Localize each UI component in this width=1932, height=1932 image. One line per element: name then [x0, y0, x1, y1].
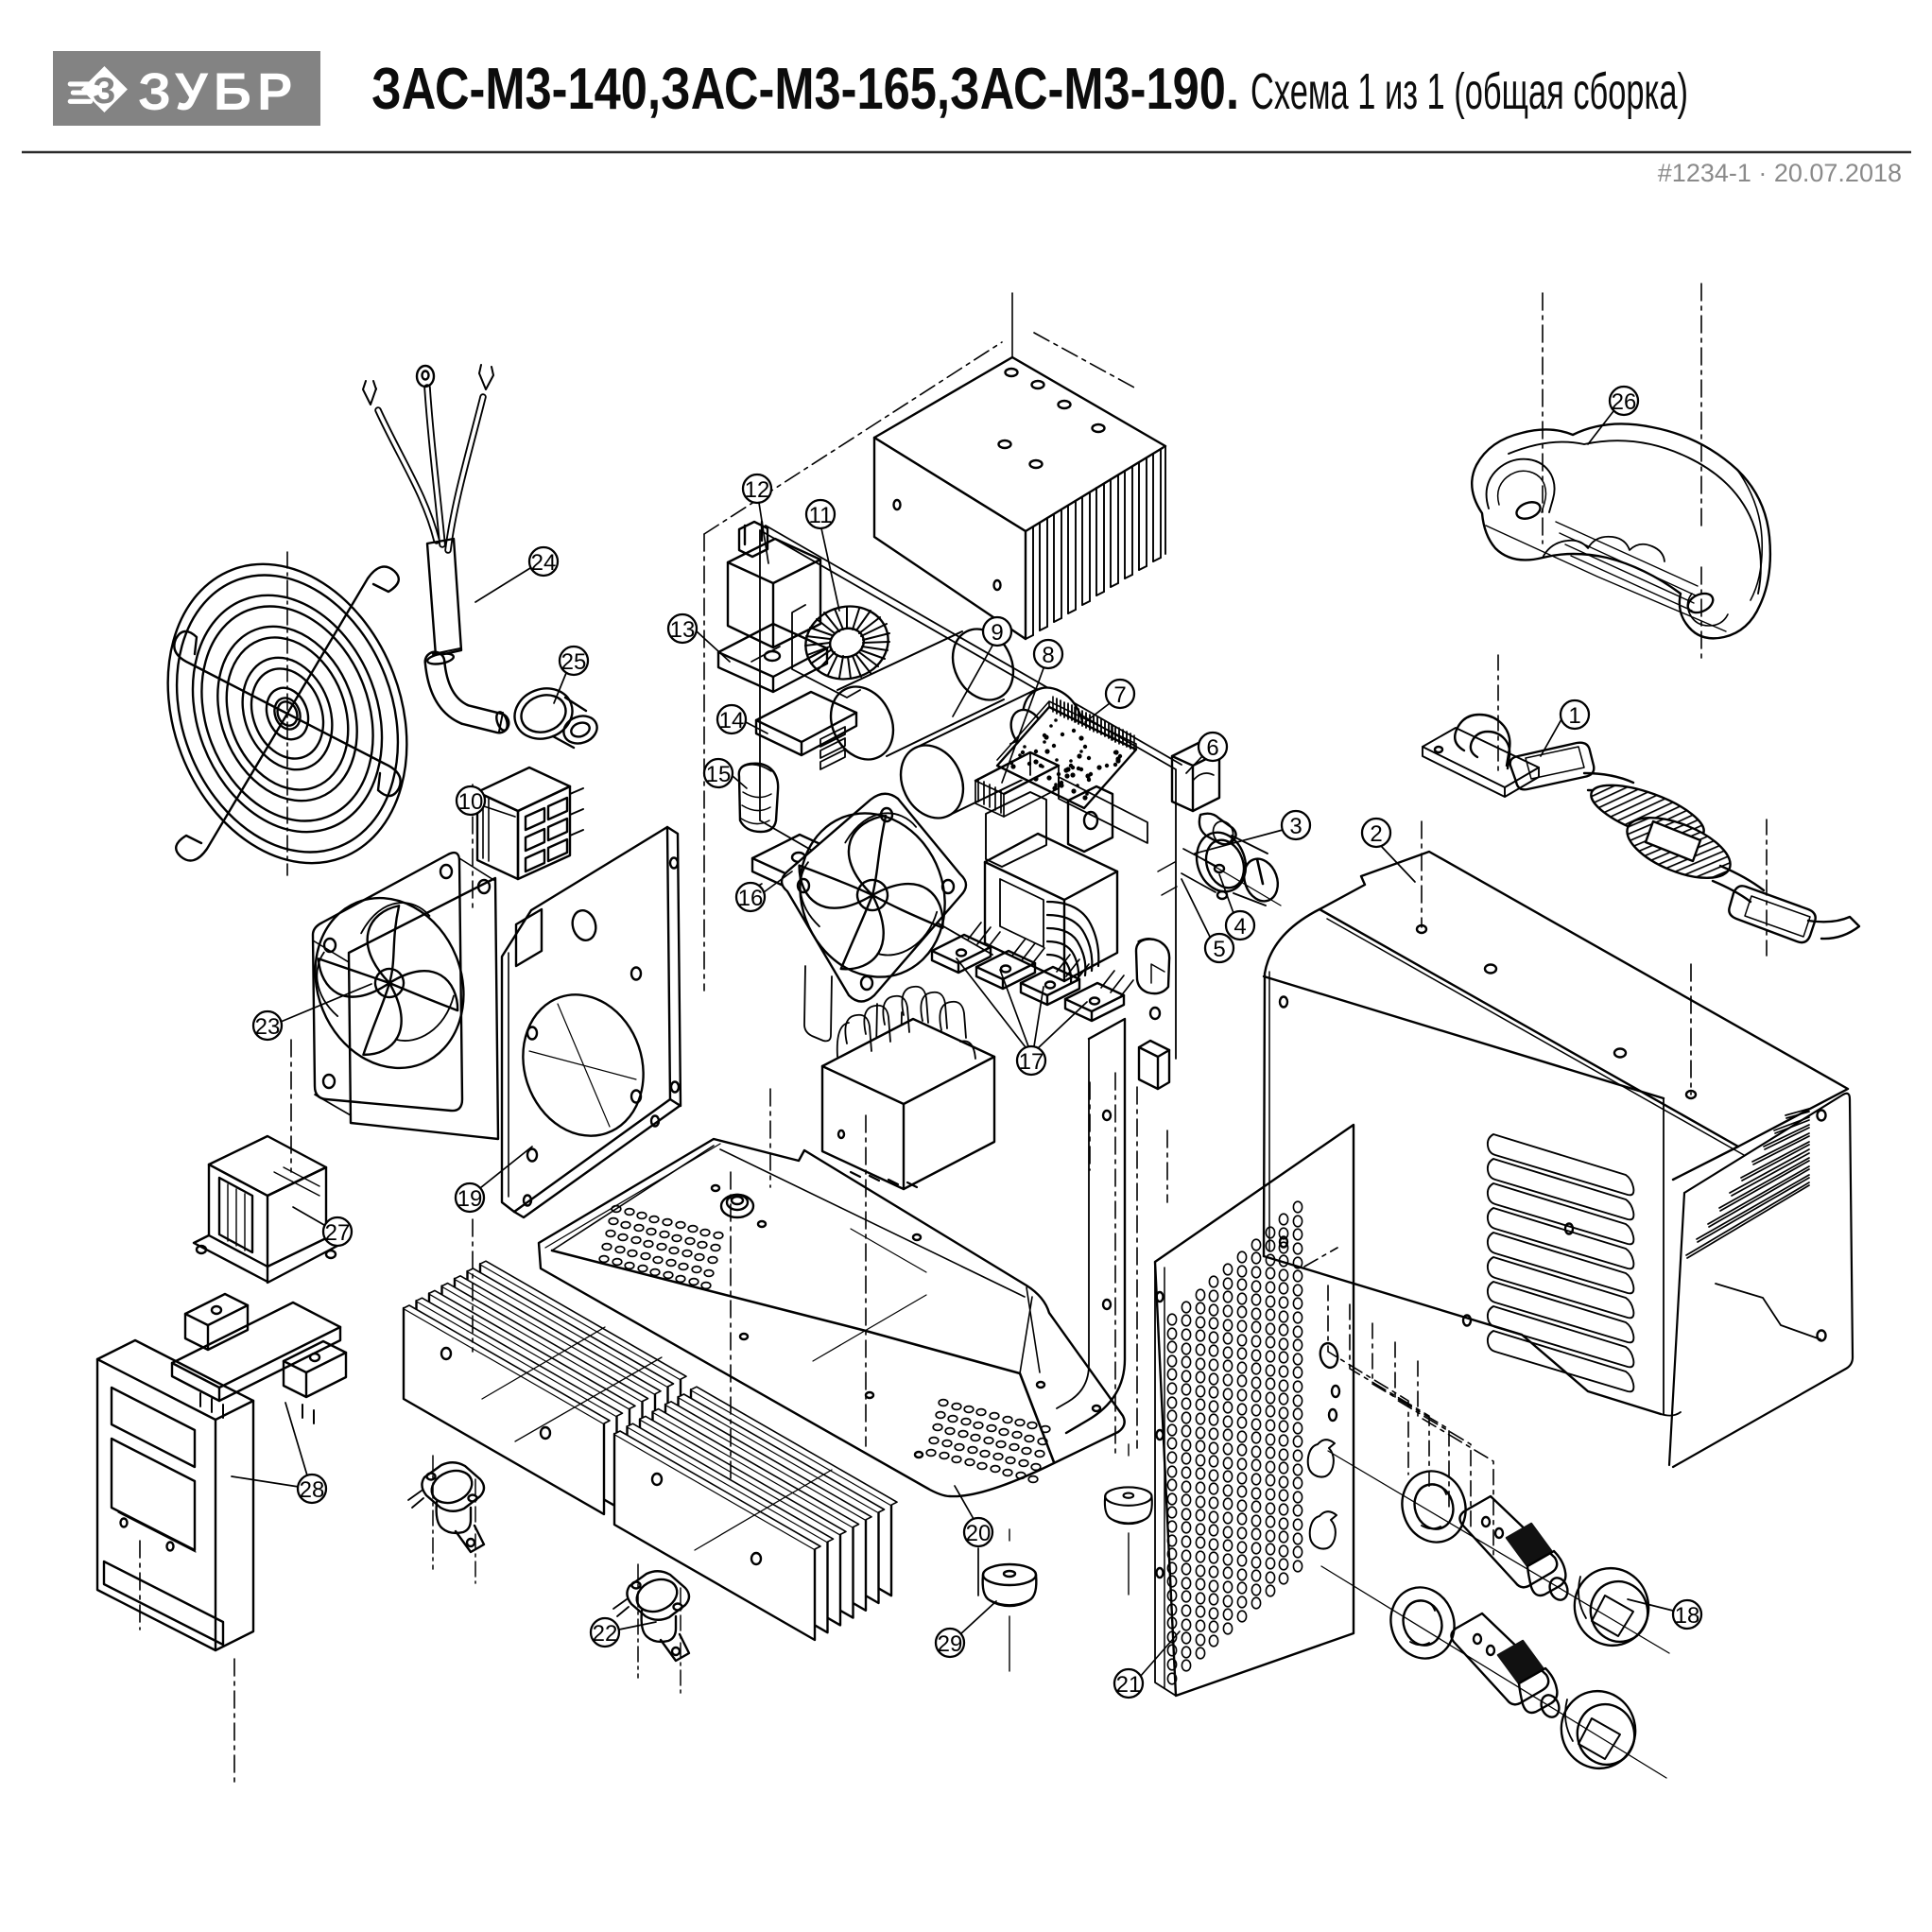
svg-text:23: 23 — [255, 1014, 281, 1040]
svg-text:21: 21 — [1116, 1672, 1142, 1698]
svg-text:16: 16 — [738, 886, 764, 911]
svg-text:25: 25 — [561, 649, 587, 675]
svg-text:З: З — [93, 71, 115, 112]
svg-text:26: 26 — [1612, 389, 1637, 415]
svg-text:4: 4 — [1233, 914, 1246, 940]
svg-text:18: 18 — [1675, 1603, 1700, 1629]
svg-text:15: 15 — [706, 762, 732, 787]
svg-text:6: 6 — [1206, 735, 1218, 761]
svg-text:12: 12 — [745, 477, 770, 503]
svg-text:19: 19 — [457, 1186, 483, 1212]
svg-text:20: 20 — [966, 1521, 992, 1546]
svg-text:8: 8 — [1042, 643, 1054, 668]
svg-text:7: 7 — [1113, 682, 1126, 708]
svg-text:11: 11 — [809, 503, 833, 528]
svg-text:22: 22 — [593, 1621, 618, 1647]
svg-text:5: 5 — [1213, 937, 1225, 962]
svg-text:24: 24 — [531, 550, 557, 576]
svg-text:#1234-1 · 20.07.2018: #1234-1 · 20.07.2018 — [1658, 159, 1902, 187]
svg-text:3: 3 — [1289, 814, 1302, 839]
svg-text:29: 29 — [938, 1631, 963, 1657]
svg-text:ЗАС-М3-140,ЗАС-М3-165,ЗАС-М3-1: ЗАС-М3-140,ЗАС-М3-165,ЗАС-М3-190. — [371, 57, 1239, 122]
svg-text:1: 1 — [1568, 703, 1580, 729]
svg-text:ЗУБР: ЗУБР — [138, 61, 298, 121]
svg-text:9: 9 — [991, 620, 1003, 646]
svg-text:Схема 1 из 1 (общая сборка): Схема 1 из 1 (общая сборка) — [1251, 63, 1688, 120]
svg-text:17: 17 — [1019, 1049, 1044, 1075]
svg-text:2: 2 — [1370, 821, 1382, 847]
svg-text:14: 14 — [719, 708, 745, 733]
svg-text:27: 27 — [325, 1220, 351, 1246]
svg-text:28: 28 — [300, 1477, 325, 1503]
svg-text:10: 10 — [458, 789, 484, 815]
svg-text:13: 13 — [670, 617, 696, 643]
